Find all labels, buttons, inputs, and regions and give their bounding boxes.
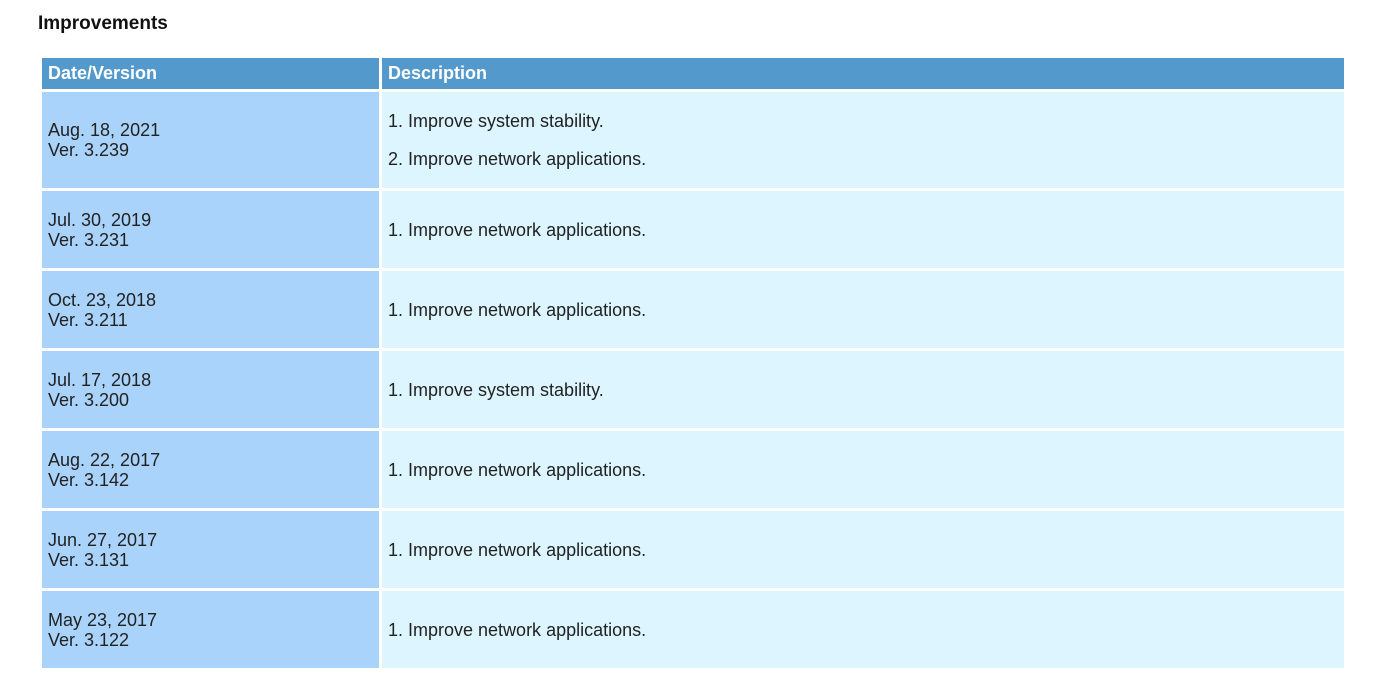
release-date: Aug. 18, 2021 [48, 120, 161, 140]
table-row: Jul. 30, 2019 Ver. 3.231 1. Improve netw… [42, 191, 1344, 268]
table-row: Oct. 23, 2018 Ver. 3.211 1. Improve netw… [42, 271, 1344, 348]
release-date: Oct. 23, 2018 [48, 289, 157, 310]
date-version-cell: Jul. 17, 2018 Ver. 3.200 [42, 351, 379, 428]
release-version: Ver. 3.239 [48, 140, 130, 160]
description-cell: 1. Improve system stability. 2. Improve … [382, 92, 1344, 188]
description-cell: 1. Improve network applications. [382, 431, 1344, 508]
description-item: 1. Improve network applications. [388, 619, 647, 640]
section-title: Improvements [38, 13, 168, 34]
description-cell: 1. Improve network applications. [382, 191, 1344, 268]
release-version: Ver. 3.211 [48, 309, 128, 330]
date-version-cell: Aug. 22, 2017 Ver. 3.142 [42, 431, 379, 508]
description-item: 1. Improve network applications. [388, 539, 647, 560]
description-cell: 1. Improve system stability. [382, 351, 1344, 428]
table-header-row: Date/Version Description [42, 58, 1344, 89]
table-row: May 23, 2017 Ver. 3.122 1. Improve netwo… [42, 591, 1344, 668]
date-version-cell: May 23, 2017 Ver. 3.122 [42, 591, 379, 668]
release-date: Aug. 22, 2017 [48, 449, 161, 470]
table-row: Aug. 22, 2017 Ver. 3.142 1. Improve netw… [42, 431, 1344, 508]
date-version-cell: Jul. 30, 2019 Ver. 3.231 [42, 191, 379, 268]
release-version: Ver. 3.122 [48, 629, 130, 650]
description-cell: 1. Improve network applications. [382, 271, 1344, 348]
column-header-date-version: Date/Version [42, 58, 379, 89]
description-item: 1. Improve network applications. [388, 299, 647, 320]
description-item: 1. Improve network applications. [388, 219, 647, 240]
release-version: Ver. 3.131 [48, 549, 130, 570]
release-date: May 23, 2017 [48, 609, 158, 630]
table-row: Jul. 17, 2018 Ver. 3.200 1. Improve syst… [42, 351, 1344, 428]
description-item: 1. Improve network applications. [388, 459, 647, 480]
description-item: 1. Improve system stability. [388, 379, 604, 400]
table-row: Jun. 27, 2017 Ver. 3.131 1. Improve netw… [42, 511, 1344, 588]
column-header-description: Description [382, 58, 1344, 89]
release-version: Ver. 3.200 [48, 389, 130, 410]
release-date: Jun. 27, 2017 [48, 529, 158, 550]
changelog-table: Date/Version Description Aug. 18, 2021 V… [39, 55, 1347, 671]
release-version: Ver. 3.142 [48, 469, 130, 490]
release-date: Jul. 30, 2019 [48, 209, 152, 230]
release-version: Ver. 3.231 [48, 229, 130, 250]
description-cell: 1. Improve network applications. [382, 511, 1344, 588]
date-version-cell: Aug. 18, 2021 Ver. 3.239 [42, 92, 379, 188]
description-item: 1. Improve system stability. [388, 111, 604, 131]
date-version-cell: Oct. 23, 2018 Ver. 3.211 [42, 271, 379, 348]
description-item: 2. Improve network applications. [388, 149, 647, 169]
date-version-cell: Jun. 27, 2017 Ver. 3.131 [42, 511, 379, 588]
table-row: Aug. 18, 2021 Ver. 3.239 1. Improve syst… [42, 92, 1344, 188]
release-date: Jul. 17, 2018 [48, 369, 152, 390]
description-cell: 1. Improve network applications. [382, 591, 1344, 668]
